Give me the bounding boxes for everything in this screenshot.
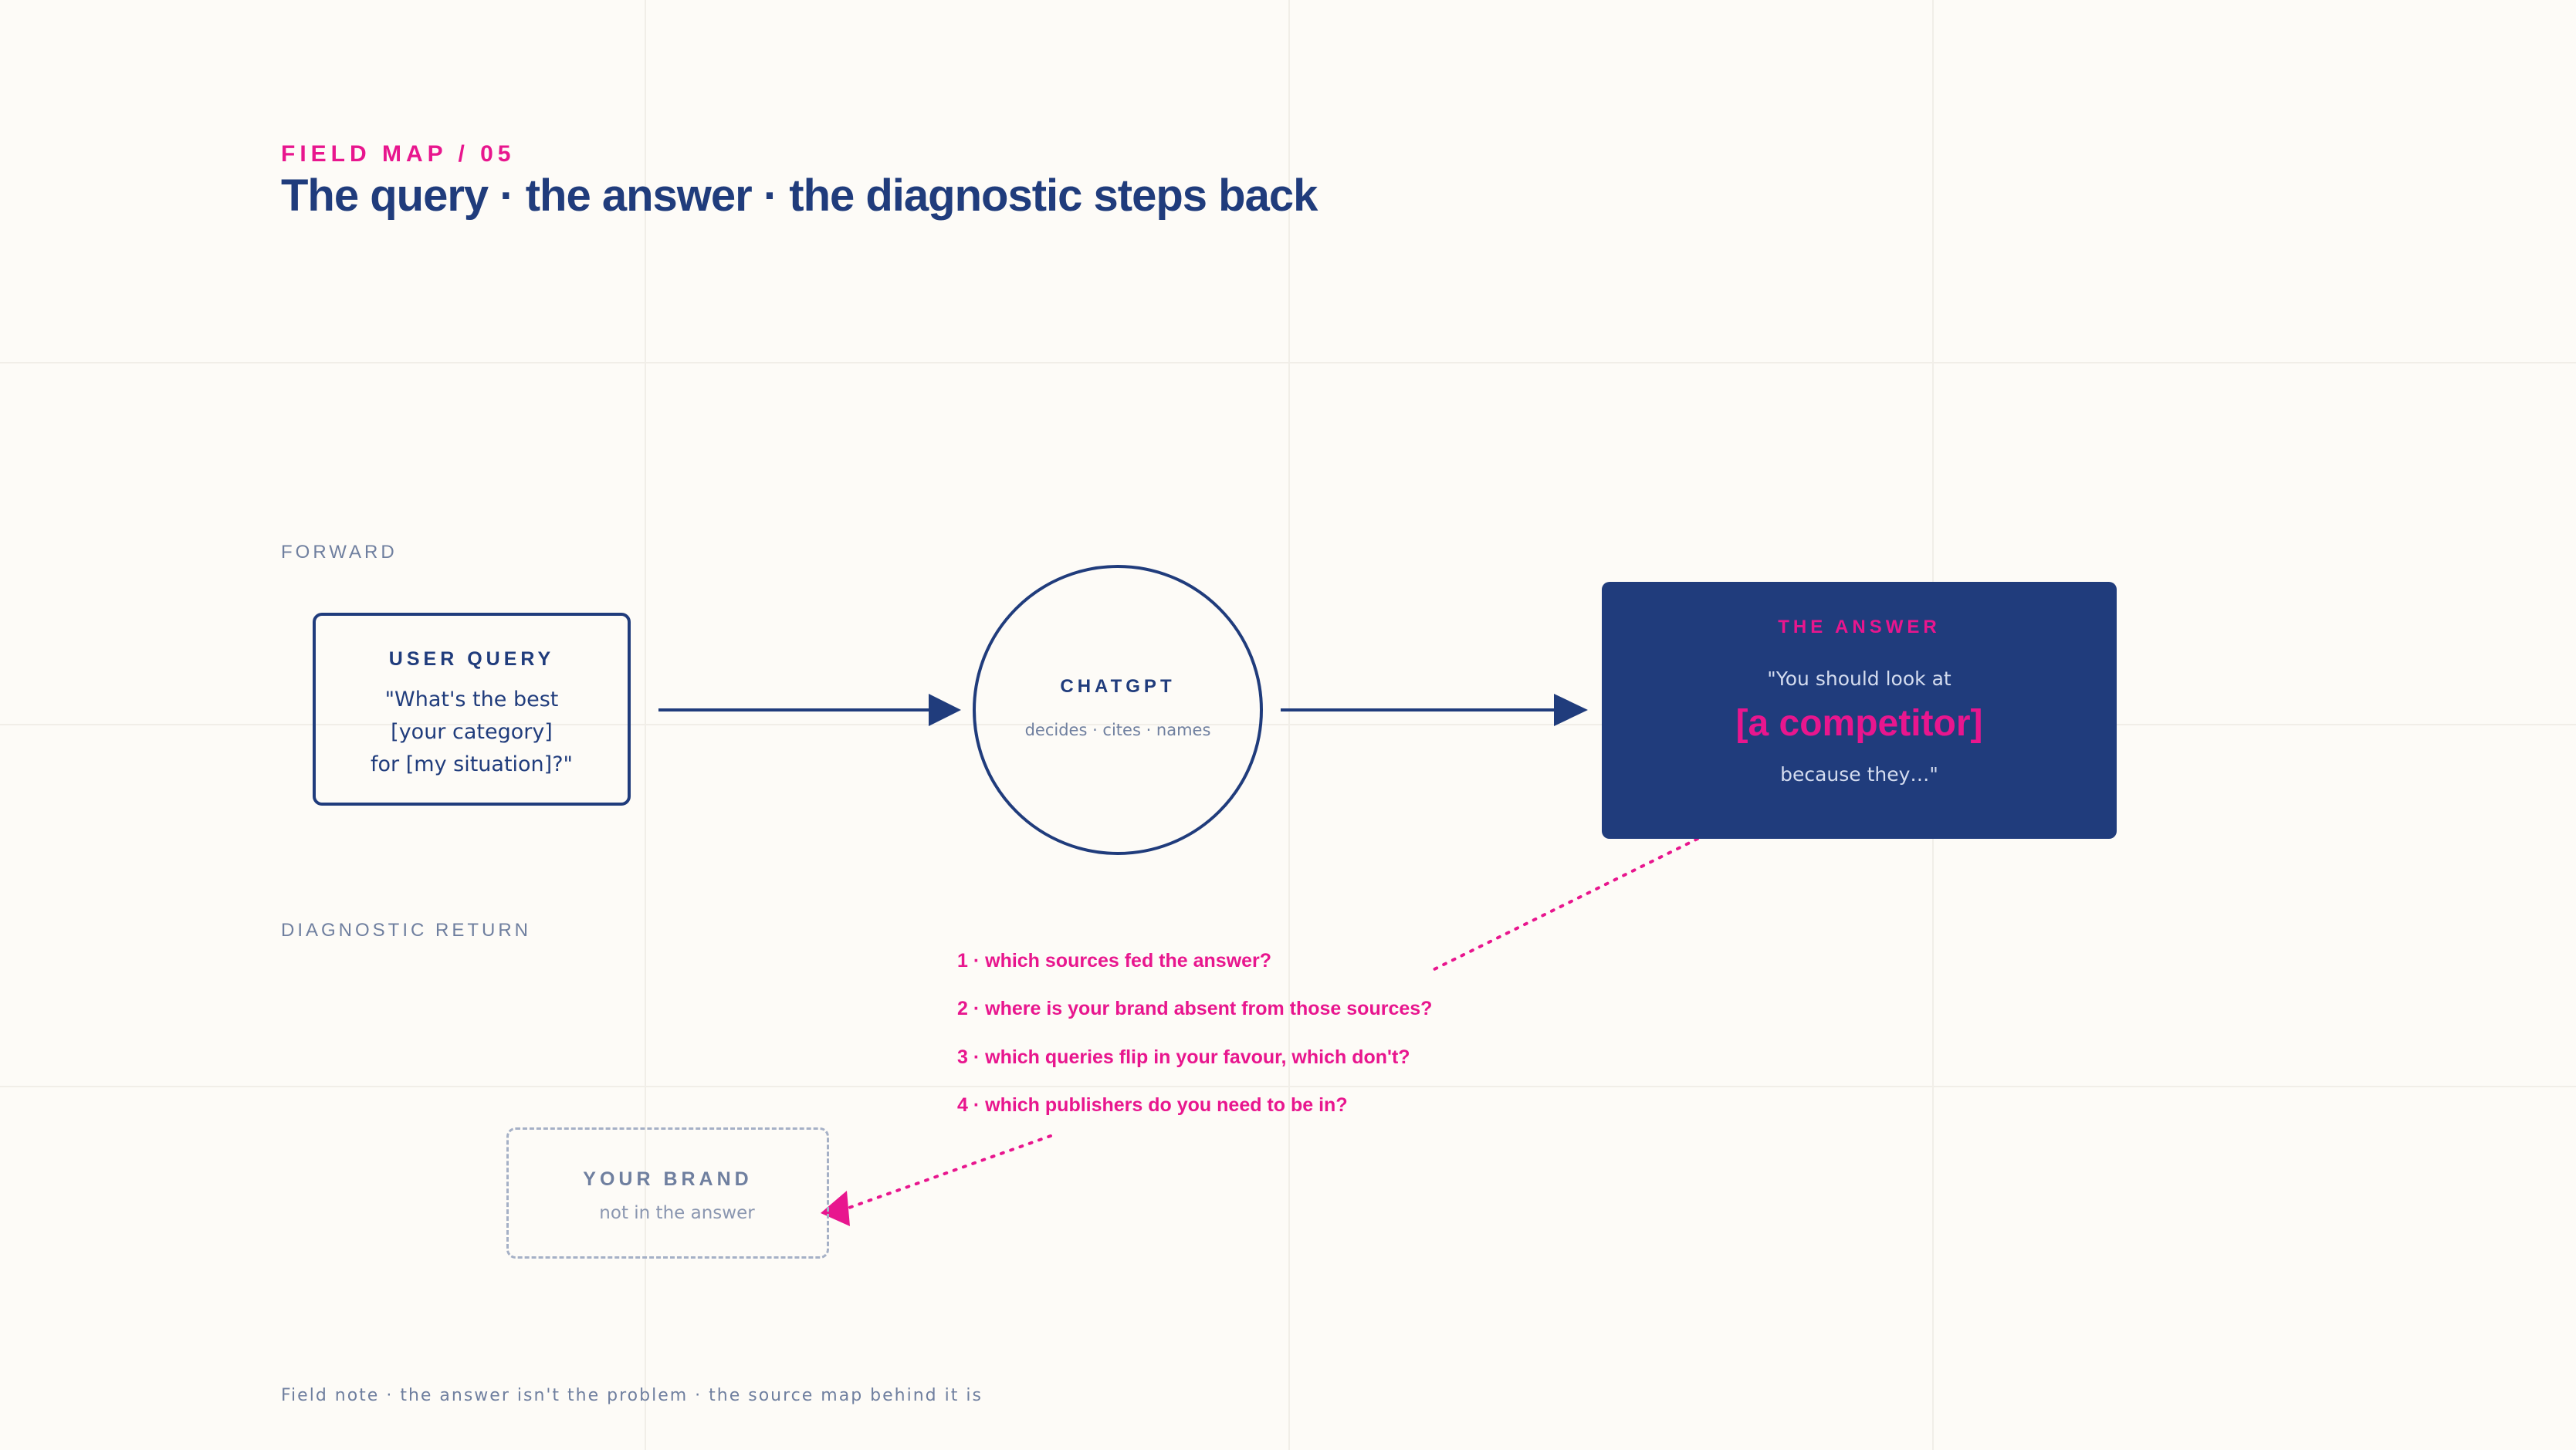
- answer-tail: because they…": [1780, 763, 1938, 786]
- grid-line: [0, 362, 2576, 363]
- user-query-text: "What's the best [your category] for [my…: [316, 684, 628, 781]
- chatgpt-node: CHATGPT decides · cites · names: [973, 565, 1263, 855]
- field-note: Field note · the answer isn't the proble…: [281, 1386, 983, 1405]
- answer-heading: THE ANSWER: [1778, 617, 1941, 637]
- eyebrow-label: FIELD MAP / 05: [281, 141, 516, 167]
- diagnostic-question-4: 4 · which publishers do you need to be i…: [957, 1094, 1348, 1116]
- section-label-forward: FORWARD: [281, 542, 398, 563]
- arrowhead-engine: [929, 694, 961, 726]
- diagnostic-line-answer: [1431, 837, 1699, 972]
- query-line: [your category]: [391, 720, 553, 744]
- diagnostic-question-1: 1 · which sources fed the answer?: [957, 950, 1272, 972]
- chatgpt-subtitle: decides · cites · names: [1024, 721, 1211, 739]
- user-query-box: USER QUERY "What's the best [your catego…: [313, 613, 631, 806]
- your-brand-heading: YOUR BRAND: [583, 1168, 753, 1190]
- arrowhead-brand: [821, 1191, 850, 1226]
- answer-box: THE ANSWER "You should look at [a compet…: [1602, 582, 2117, 839]
- competitor-name: [a competitor]: [1735, 703, 1983, 744]
- page-title: The query · the answer · the diagnostic …: [281, 171, 1318, 221]
- your-brand-box: YOUR BRAND not in the answer: [506, 1127, 829, 1259]
- your-brand-subtitle: not in the answer: [599, 1203, 755, 1223]
- grid-line: [0, 1086, 2576, 1087]
- chatgpt-heading: CHATGPT: [1060, 676, 1176, 697]
- diagnostic-line-brand: [848, 1134, 1052, 1209]
- query-line: for [my situation]?": [371, 752, 573, 776]
- grid-line: [0, 724, 2576, 725]
- user-query-heading: USER QUERY: [388, 648, 555, 670]
- query-line: "What's the best: [384, 688, 559, 711]
- diagnostic-question-2: 2 · where is your brand absent from thos…: [957, 998, 1433, 1019]
- arrowhead-answer: [1554, 694, 1588, 726]
- diagnostic-question-3: 3 · which queries flip in your favour, w…: [957, 1046, 1410, 1068]
- answer-lead: "You should look at: [1767, 668, 1951, 690]
- section-label-diagnostic: DIAGNOSTIC RETURN: [281, 920, 532, 941]
